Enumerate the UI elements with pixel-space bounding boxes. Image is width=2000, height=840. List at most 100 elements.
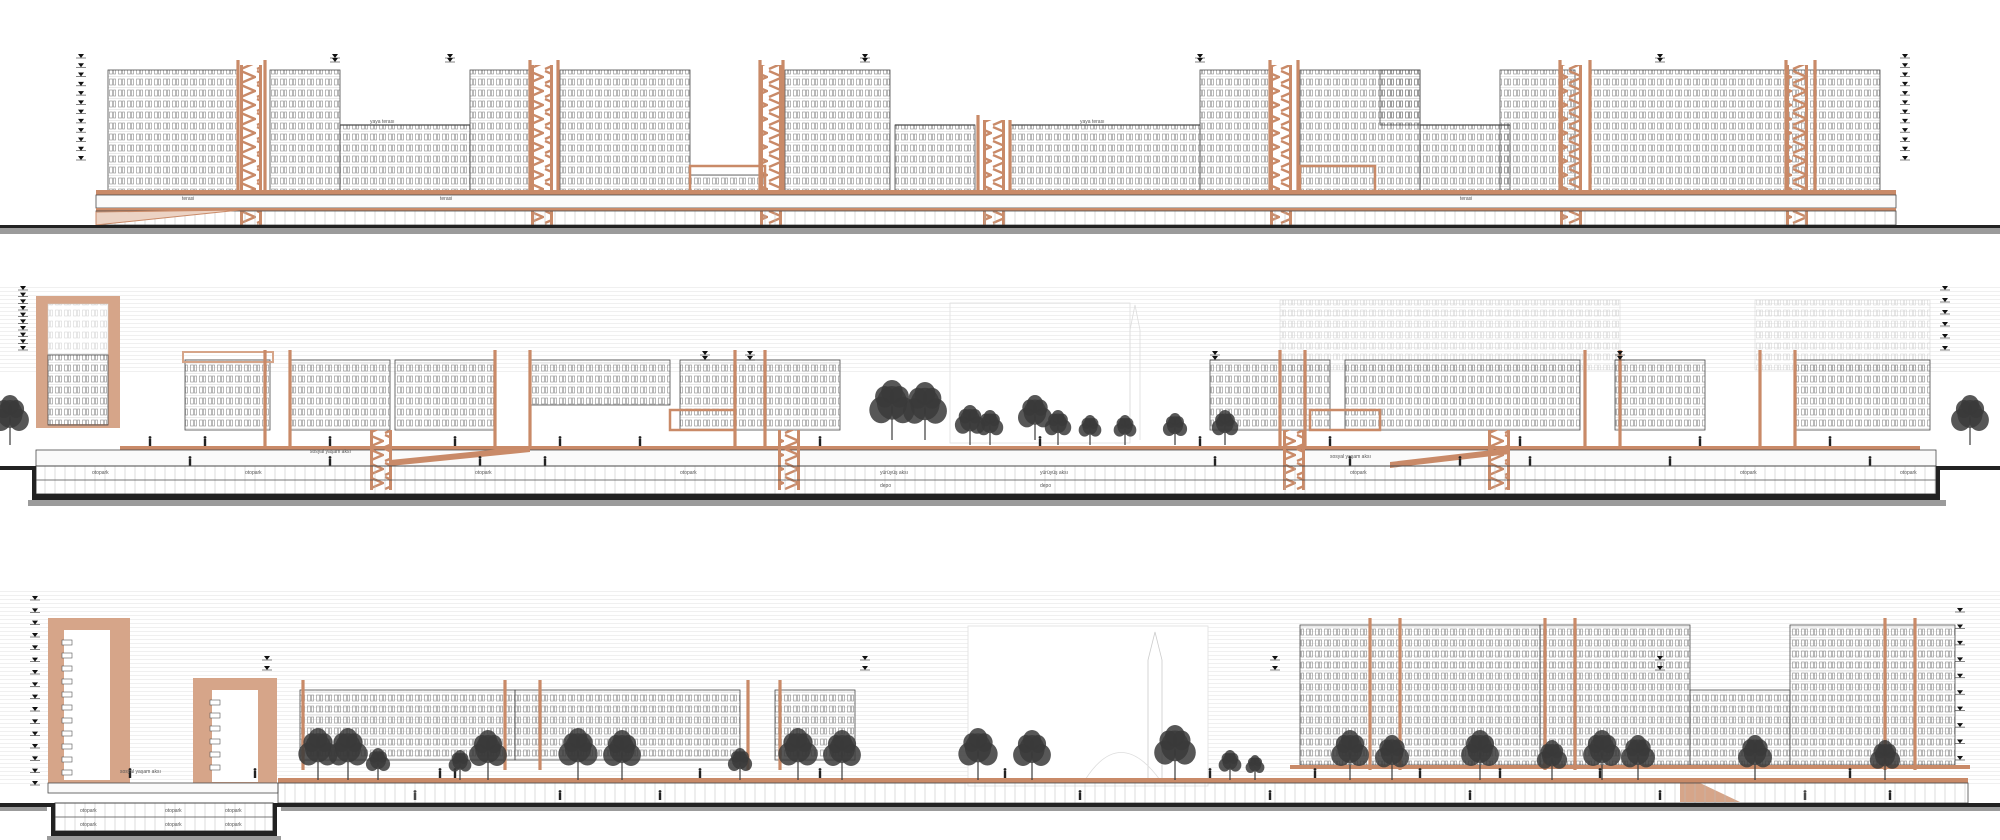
- level-marker-icon: [20, 292, 26, 297]
- person-icon: [1868, 456, 1872, 459]
- parking-label: otopark: [80, 808, 97, 814]
- balcony: [61, 652, 73, 659]
- building-facade: [529, 359, 671, 406]
- accent-column: [263, 350, 267, 450]
- accent-column: [1588, 60, 1592, 195]
- level-marker-icon: [1902, 118, 1908, 123]
- minaret-outline: [1147, 631, 1163, 780]
- person-icon: [1698, 436, 1702, 439]
- tree-icon: [7, 400, 25, 418]
- level-marker-icon: [1942, 310, 1948, 314]
- level-marker-icon: [32, 596, 38, 600]
- accent-column: [1303, 350, 1307, 450]
- tree-icon: [1873, 744, 1887, 759]
- tree-icon: [1165, 416, 1177, 428]
- level-marker-icon: [20, 286, 26, 290]
- level-marker-icon: [1272, 666, 1278, 670]
- tree-icon: [795, 733, 813, 752]
- level-marker-icon: [1902, 100, 1908, 105]
- person-icon: [188, 456, 192, 459]
- accent-column: [1008, 120, 1012, 195]
- person-icon: [1598, 771, 1602, 778]
- person-icon: [1038, 436, 1042, 439]
- stair-icon: [1563, 65, 1579, 225]
- tree-icon: [1159, 730, 1178, 751]
- building-facade: [184, 359, 271, 431]
- building-facade: [1614, 359, 1706, 431]
- stair-column: [983, 120, 986, 225]
- ground-line: [0, 225, 2000, 228]
- tree-icon: [1753, 739, 1768, 756]
- tree-icon: [1477, 735, 1495, 753]
- building-facade: [1199, 69, 1271, 193]
- level-marker-icon: [1902, 54, 1908, 58]
- tree-icon: [1955, 400, 1973, 418]
- balcony: [209, 725, 221, 732]
- storage-label: depo: [880, 483, 891, 489]
- person-icon: [438, 768, 442, 771]
- tree-icon: [1172, 730, 1191, 751]
- level-marker-icon: [78, 109, 84, 114]
- storage-label: depo: [1040, 483, 1051, 489]
- building-facade: [784, 69, 891, 193]
- level-marker-icon: [32, 633, 38, 637]
- level-marker-icon: [1957, 673, 1963, 678]
- parking-label: otopark: [1900, 470, 1917, 476]
- stair-icon: [534, 65, 550, 225]
- person-icon: [1418, 771, 1422, 778]
- level-marker-icon: [264, 656, 270, 660]
- podium-slab: [278, 778, 1968, 783]
- balcony: [209, 751, 221, 758]
- person-icon: [1518, 439, 1522, 446]
- terrace-label: terasi: [440, 196, 452, 202]
- level-marker-icon: [862, 54, 868, 58]
- level-marker-icon: [1657, 54, 1663, 58]
- level-marker-icon: [1902, 156, 1908, 160]
- tree-icon: [458, 753, 469, 764]
- stair-column: [240, 65, 243, 225]
- accent-column: [1268, 60, 1272, 195]
- parking-label: otopark: [165, 822, 182, 828]
- accent-column: [746, 680, 750, 770]
- foundation-outline: [0, 803, 2000, 836]
- stair-column: [779, 65, 782, 225]
- accent-column: [1573, 618, 1577, 770]
- tree-icon: [303, 733, 321, 752]
- tree-icon: [451, 753, 462, 764]
- person-icon: [453, 436, 457, 439]
- tree-icon: [1033, 399, 1048, 416]
- person-icon: [543, 459, 547, 466]
- building-facade: [47, 303, 109, 355]
- accent-column: [528, 350, 532, 450]
- person-icon: [453, 439, 457, 446]
- square-label: sosyal yaşam aksı: [120, 769, 161, 775]
- stair-icon: [763, 65, 779, 225]
- balcony: [61, 717, 73, 724]
- level-marker-icon: [702, 351, 708, 355]
- person-icon: [478, 459, 482, 466]
- balcony: [209, 699, 221, 706]
- person-icon: [148, 436, 152, 439]
- accent-column: [288, 350, 292, 450]
- parking-label: otopark: [165, 808, 182, 814]
- podium-slab: [120, 446, 1920, 450]
- level-marker-icon: [1942, 298, 1948, 302]
- building-facade: [1344, 359, 1581, 431]
- person-icon: [1348, 456, 1352, 459]
- level-marker-icon: [32, 731, 38, 736]
- person-icon: [203, 436, 207, 439]
- accent-column: [778, 680, 782, 770]
- accent-column: [1368, 618, 1372, 770]
- tree-icon: [1390, 739, 1405, 756]
- level-marker-icon: [1942, 322, 1948, 326]
- level-marker-icon: [447, 54, 453, 58]
- terrace-label: terasi: [1460, 196, 1472, 202]
- level-marker-icon: [32, 682, 38, 687]
- person-icon: [818, 771, 822, 778]
- podium-floor: [95, 194, 1897, 209]
- tree-icon: [980, 413, 992, 427]
- person-icon: [328, 456, 332, 459]
- level-marker-icon: [32, 756, 38, 761]
- terrace-frame: [668, 408, 737, 432]
- tree-icon: [1599, 735, 1617, 753]
